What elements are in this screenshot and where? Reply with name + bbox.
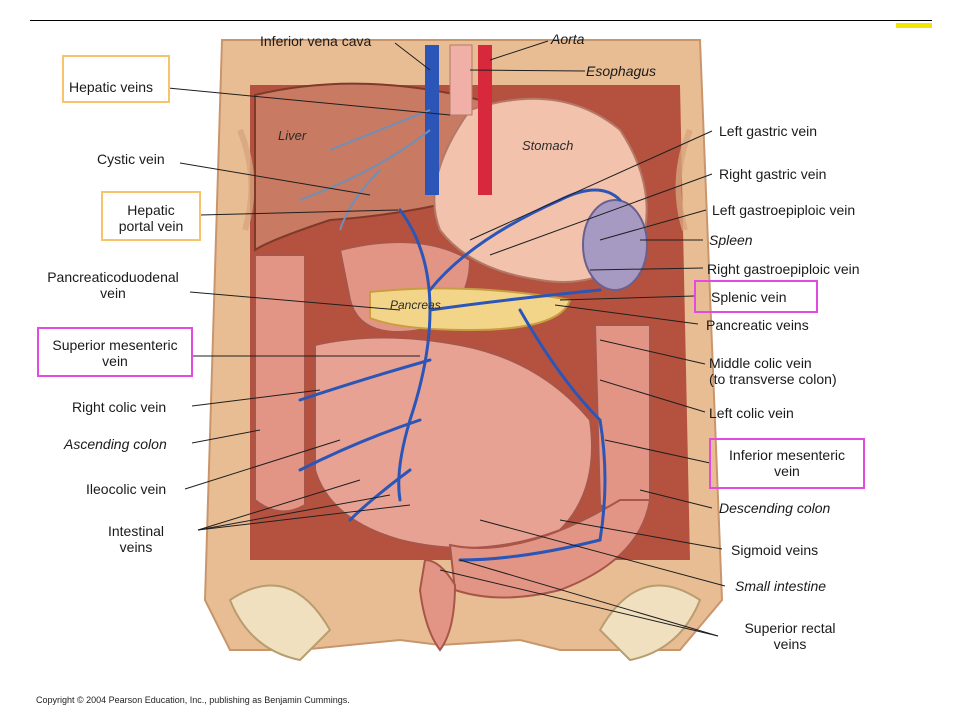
label-splenic-vein: Splenic vein	[711, 289, 787, 305]
stomach-label: Stomach	[522, 138, 574, 153]
label-right-colic-vein: Right colic vein	[72, 399, 167, 415]
label-cystic-vein: Cystic vein	[97, 151, 165, 167]
corner-accent	[896, 23, 932, 28]
pancreas-label: Pancreas	[390, 298, 441, 312]
spleen	[582, 199, 648, 291]
pelvis	[228, 584, 332, 662]
label-middle-colic-vein: Middle colic vein (to transverse colon)	[709, 355, 837, 387]
label-left-gastric-vein: Left gastric vein	[719, 123, 818, 139]
label-right-gastroepiploic-vein: Right gastroepiploic vein	[707, 261, 860, 277]
label-right-gastric-vein: Right gastric vein	[719, 166, 827, 182]
sigmoid-colon	[448, 499, 652, 599]
inferior-mesenteric-vein-highlight	[709, 438, 865, 489]
label-esophagus: Esophagus	[586, 63, 657, 79]
esophagus-vessel	[449, 44, 473, 116]
label-superior-rectal-veins: Superior rectal veins	[744, 620, 836, 652]
label-hepatic-portal-vein: Hepatic portal vein	[118, 202, 184, 234]
label-ileocolic-vein: Ileocolic vein	[86, 481, 167, 497]
rectum	[418, 558, 457, 652]
label-sigmoid-veins: Sigmoid veins	[731, 542, 819, 558]
ascending-colon	[254, 254, 306, 513]
superior-mesenteric-vein-highlight	[37, 327, 193, 377]
leader-lines	[167, 40, 726, 637]
label-intestinal-veins: Intestinal veins	[107, 523, 165, 555]
label-spleen: Spleen	[709, 232, 753, 248]
top-rule	[30, 20, 932, 21]
pelvis-right	[598, 584, 702, 662]
liver-label: Liver	[278, 128, 307, 143]
descending-colon	[593, 324, 651, 513]
inferior-vena-cava-vessel	[425, 45, 439, 195]
label-superior-mesenteric-vein: Superior mesenteric vein	[52, 337, 178, 369]
label-inferior-mesenteric-vein: Inferior mesenteric vein	[729, 447, 845, 479]
small-intestine	[314, 336, 593, 549]
aorta-vessel	[478, 45, 492, 195]
label-pancreaticoduodenal-vein: Pancreaticoduodenal vein	[47, 269, 179, 301]
label-hepatic-veins: Hepatic veins	[69, 79, 154, 95]
hepatic-portal-vein-highlight	[101, 191, 201, 241]
label-left-gastroepiploic-vein: Left gastroepiploic vein	[712, 202, 856, 218]
label-pancreatic-veins: Pancreatic veins	[706, 317, 809, 333]
hepatic-veins-highlight	[62, 55, 170, 103]
label-inferior-vena-cava: Inferior vena cava	[260, 33, 372, 49]
label-left-colic-vein: Left colic vein	[709, 405, 794, 421]
label-aorta: Aorta	[551, 31, 585, 47]
hepatic-veins-branches	[299, 109, 431, 231]
ribs	[237, 128, 693, 231]
copyright-text: Copyright © 2004 Pearson Education, Inc.…	[36, 695, 350, 705]
label-small-intestine: Small intestine	[735, 578, 827, 594]
splenic-vein-highlight	[694, 280, 818, 313]
label-descending-colon: Descending colon	[719, 500, 831, 516]
label-ascending-colon: Ascending colon	[64, 436, 167, 452]
